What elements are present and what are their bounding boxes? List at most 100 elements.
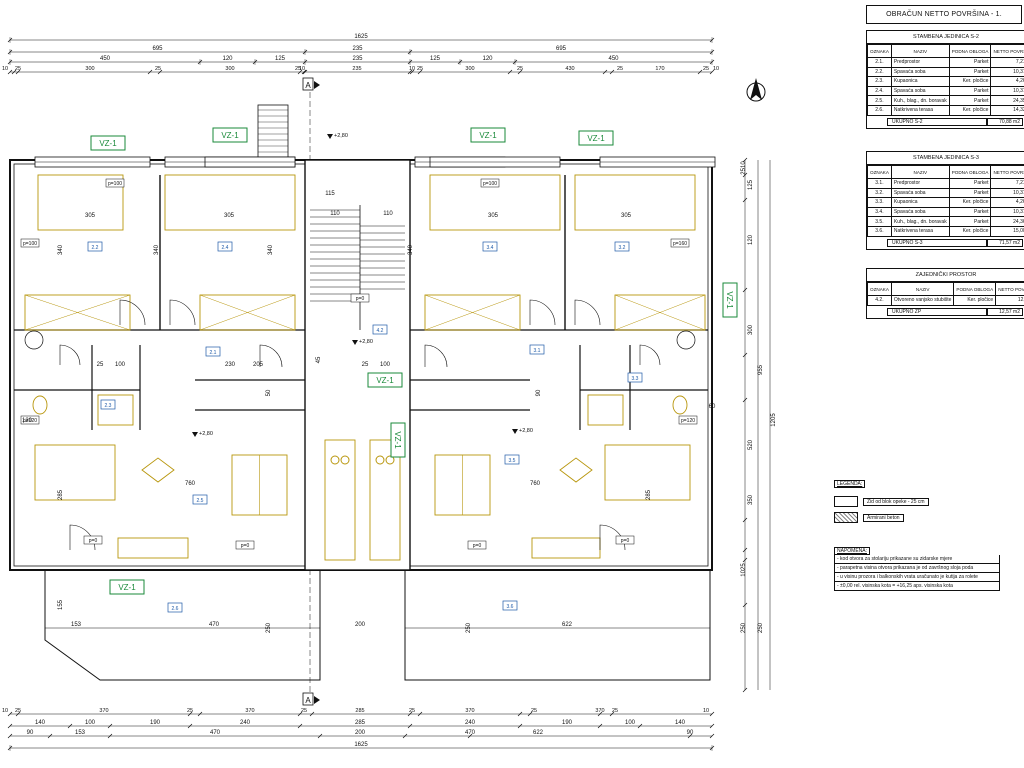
door-swing — [59, 344, 81, 366]
dimension-right-value: 120 — [748, 234, 754, 245]
opening-tag — [20, 238, 40, 248]
dimension-bottom-row1-value: 25 — [301, 708, 307, 714]
dimension-tick — [467, 733, 473, 739]
total-value: 71,57 m2 — [987, 238, 1023, 247]
room-tag-label: 2.2 — [92, 245, 99, 251]
legend-title: LEGENDA: — [834, 480, 866, 488]
cell-name: Spavaća soba — [890, 85, 950, 97]
opening-label: p=160 — [673, 241, 687, 247]
col-header: PODNA OBLOGA — [953, 282, 997, 296]
table-unit-s2: STAMBENA JEDINICA S-2 OZNAKA NAZIV PODNA… — [866, 30, 1024, 129]
opening-label: p=0 — [621, 538, 630, 544]
dimension-tick — [297, 69, 303, 75]
dimension-bottom-row1-value: 25 — [15, 708, 21, 714]
dimension-top-row4-value: 430 — [565, 66, 574, 72]
dimension-tick — [7, 711, 13, 717]
total-label: UKUPNO S-2 — [887, 117, 987, 126]
dimension-top-row4-value: 25 — [517, 66, 523, 72]
dimension-tick — [107, 733, 113, 739]
opening-tag — [670, 238, 690, 248]
cell-floor: Parket — [948, 95, 992, 106]
room-tag-label: 2.3 — [105, 403, 112, 409]
dimension-top-row3-value: 450 — [608, 56, 619, 62]
terrace-right — [404, 569, 711, 681]
room-tag-label: 2.6 — [172, 606, 179, 612]
cell-code: 3.3. — [867, 197, 892, 208]
note-line: - parapetna visina otvora prikazana je o… — [834, 564, 1000, 573]
cell-area: 10,37 m2 — [990, 85, 1024, 97]
window-tag-frame — [212, 127, 248, 143]
level-label: +2,80 — [334, 133, 348, 139]
tv-unit-icon — [531, 537, 601, 559]
dimension-tick — [407, 723, 413, 729]
bed-icon — [429, 174, 561, 231]
dimension-tick — [15, 711, 21, 717]
notes-title: NAPOMENA: — [834, 547, 871, 555]
interior-dimension: 100 — [115, 362, 126, 368]
total-label: UKUPNO ZP — [887, 307, 987, 316]
sink-icon — [676, 330, 696, 350]
cell-floor: Ker. pločice — [953, 295, 997, 306]
opening-tag — [467, 540, 487, 550]
opening-label: p=100 — [108, 181, 122, 187]
dimension-tick — [409, 69, 415, 75]
dimension-top-row4-value: 10 — [2, 66, 8, 72]
dimension-top-row4-value: 10 — [299, 66, 305, 72]
door-swing — [529, 299, 556, 326]
section-marker — [302, 692, 314, 706]
area-table: OZNAKA NAZIV PODNA OBLOGA NETTO POVRŠINA… — [867, 44, 1024, 116]
dimension-tick — [407, 69, 413, 75]
bed-icon — [37, 174, 124, 231]
sink-icon — [24, 330, 44, 350]
door-swing — [169, 299, 196, 326]
cell-area: 7,21 m2 — [990, 57, 1024, 68]
concrete-swatch — [834, 512, 858, 523]
dimension-tick — [507, 69, 513, 75]
opening-label: p=120 — [23, 418, 37, 424]
interior-dimension: 285 — [58, 489, 64, 500]
dimension-top-row2-value: 695 — [556, 46, 567, 52]
window-tag-label: VZ-1 — [118, 583, 136, 592]
section-marker-label: A — [305, 81, 311, 90]
dimension-top-row3-value: 235 — [352, 56, 363, 62]
room-tag-label: 2.4 — [222, 245, 229, 251]
window-tag-label: VZ-1 — [376, 376, 394, 385]
dimension-tick — [742, 397, 748, 403]
room-tag-label: 3.2 — [619, 245, 626, 251]
table-caption: STAMBENA JEDINICA S-2 — [867, 31, 1024, 44]
wardrobe-icon — [614, 294, 706, 331]
dimension-top-row4-value: 25 — [295, 66, 301, 72]
window-tag: VZ-1 — [390, 422, 406, 458]
dimension-bottom-row3-value: 90 — [27, 730, 34, 736]
dimension-right-value: 350 — [748, 494, 754, 505]
dimension-top-row3-value: 450 — [100, 56, 111, 62]
window-tag-frame — [109, 579, 145, 595]
opening-label: p=0 — [356, 296, 365, 302]
cell-floor: Parket — [948, 187, 992, 199]
cell-code: 2.2. — [867, 66, 892, 78]
dimension-tick — [7, 69, 13, 75]
interior-dimension: 25 — [97, 362, 104, 368]
dimension-tick — [407, 711, 413, 717]
room-tag — [504, 454, 520, 465]
col-header: NETTO POVRŠINA — [990, 44, 1024, 58]
col-header: OZNAKA — [867, 165, 892, 179]
table-row: 3.5.Kuh., blag., dn. boravakParket24,36 … — [867, 216, 1024, 227]
room-tag-label: 3.3 — [632, 376, 639, 382]
window-tag-frame — [470, 127, 506, 143]
cell-code: 2.3. — [867, 76, 892, 87]
stove-icon — [375, 455, 385, 465]
cell-area: 7,21 m2 — [990, 178, 1024, 189]
sofa-icon — [34, 444, 116, 501]
interior-dimension: 60 — [709, 404, 716, 410]
interior-dimension: 340 — [154, 244, 160, 255]
interior-dimension: 760 — [185, 481, 196, 487]
section-arrow-icon — [314, 81, 320, 89]
dimension-tick — [742, 687, 748, 693]
dimension-tick — [609, 69, 615, 75]
dimension-bottom-row1-value: 370 — [595, 708, 604, 714]
